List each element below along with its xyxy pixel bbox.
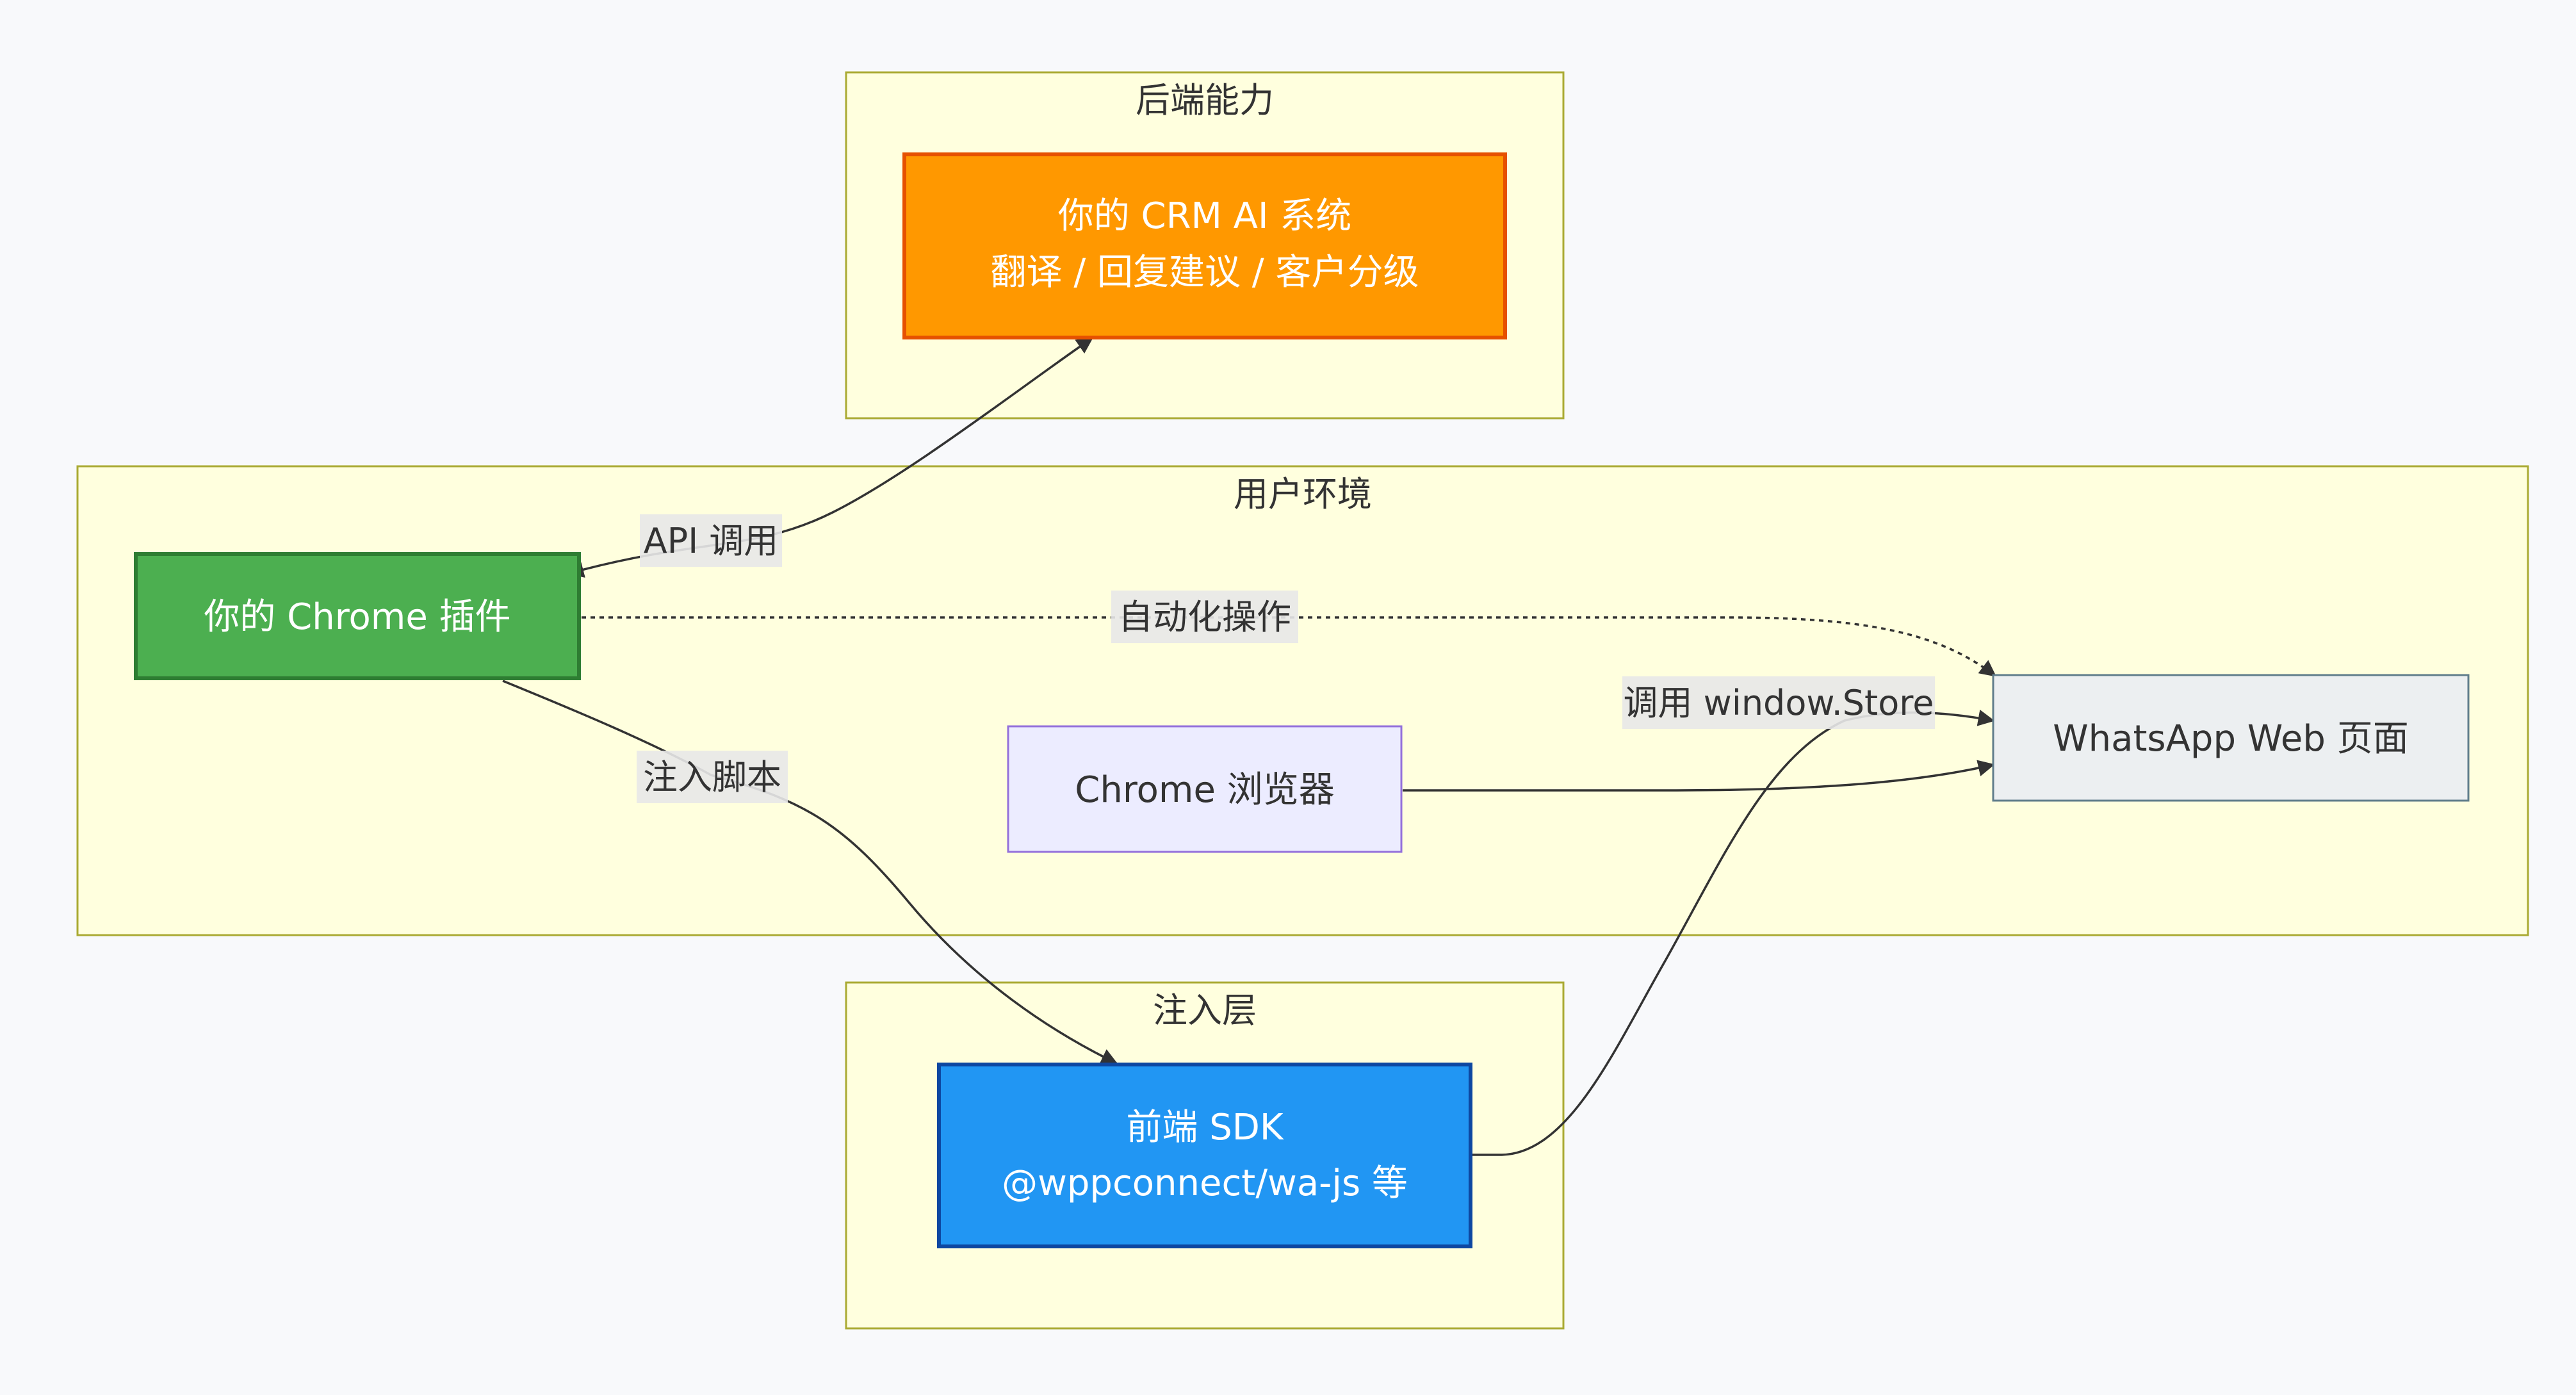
edge-label-automation-bg [1111,591,1298,643]
edge-label-api-call-bg [640,514,782,567]
node-crm-ai-line1: 你的 CRM AI 系统 [1058,195,1352,237]
edge-label-inject-script-text: 注入脚本 [643,757,781,797]
group-user-env-title: 用户环境 [1234,474,1372,514]
edge-label-automation-text: 自动化操作 [1118,597,1291,637]
edge-label-call-store-text: 调用 window.Store [1624,683,1934,723]
node-crm-ai-box [902,152,1507,339]
edge-label-call-store: 调用 window.Store [1622,676,1935,729]
node-frontend-sdk-line2: @wppconnect/wa-js 等 [1002,1162,1408,1204]
edge-label-inject-script-bg [637,751,788,803]
node-frontend-sdk-line1: 前端 SDK [1126,1107,1284,1148]
node-chrome-browser-box [1007,725,1403,853]
edge-label-api-call: API 调用 [640,514,782,567]
node-chrome-plugin: 你的 Chrome 插件 [134,552,581,680]
edge-browser-to-whatsapp [1403,760,1995,792]
node-frontend-sdk: 前端 SDK @wppconnect/wa-js 等 [937,1063,1472,1248]
edge-label-automation: 自动化操作 [1111,591,1298,643]
edge-inject-script [502,680,1118,1065]
node-whatsapp-web-box [1992,674,2470,802]
node-chrome-browser: Chrome 浏览器 [1007,725,1403,853]
edge-label-api-call-text: API 调用 [644,521,779,561]
edge-label-call-store-bg [1622,676,1935,729]
node-crm-ai: 你的 CRM AI 系统 翻译 / 回复建议 / 客户分级 [902,152,1507,339]
node-frontend-sdk-box [937,1063,1472,1248]
group-backend-title: 后端能力 [1136,80,1274,120]
node-chrome-plugin-box [134,552,581,680]
node-chrome-plugin-label: 你的 Chrome 插件 [204,596,510,638]
edge-label-inject-script: 注入脚本 [637,751,788,803]
node-whatsapp-web-label: WhatsApp Web 页面 [2053,718,2408,760]
node-chrome-browser-label: Chrome 浏览器 [1075,769,1334,811]
edge-automation [582,616,1997,677]
node-crm-ai-line2: 翻译 / 回复建议 / 客户分级 [991,252,1419,293]
group-injection-title: 注入层 [1153,990,1257,1031]
node-whatsapp-web: WhatsApp Web 页面 [1992,674,2470,802]
